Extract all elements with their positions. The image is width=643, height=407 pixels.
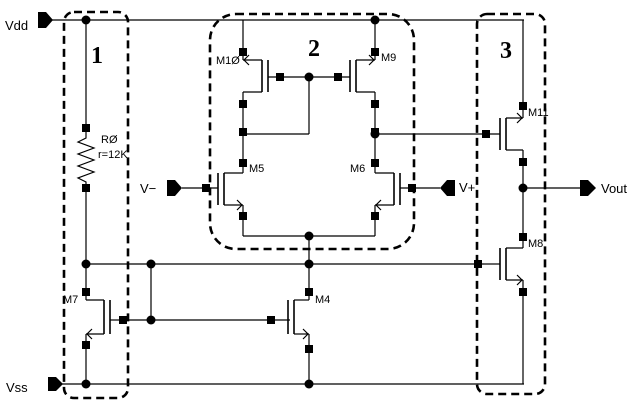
r0-value-label: r=12K	[98, 149, 128, 161]
transistor-m8	[484, 240, 524, 384]
vss-label: Vss	[6, 380, 28, 395]
transistor-m7	[85, 292, 123, 345]
transistor-m9	[349, 20, 376, 134]
m8-label: M8	[528, 238, 543, 250]
bias-gate-line	[123, 264, 290, 321]
vplus-port-arrow	[440, 180, 455, 196]
vout-port-arrow	[580, 180, 596, 196]
transistor-m6	[374, 134, 440, 236]
vminus-label: V−	[140, 181, 156, 196]
m10-label: M1Ø	[216, 55, 240, 67]
m5-label: M5	[249, 163, 264, 175]
vplus-label: V+	[459, 180, 475, 195]
m4-label: M4	[315, 294, 330, 306]
vdd-label: Vdd	[5, 18, 28, 33]
pin-squares	[82, 48, 527, 353]
transistor-m5	[182, 134, 244, 236]
resistor-r0	[76, 128, 96, 190]
r0-name-label: RØ	[101, 134, 118, 146]
vminus-port-arrow	[167, 180, 182, 196]
m11-label: M11	[528, 107, 549, 119]
vout-label: Vout	[601, 181, 627, 196]
vss-port-arrow	[48, 377, 63, 391]
vdd-port-arrow	[38, 12, 53, 28]
block-3-label: 3	[500, 38, 512, 64]
m7-label: M7	[63, 294, 78, 306]
block-3-boundary	[475, 12, 547, 396]
block-1-label: 1	[91, 43, 103, 69]
transistor-m10	[242, 20, 269, 134]
transistor-m4	[287, 236, 310, 384]
block-1-boundary	[62, 10, 130, 400]
block-2-label: 2	[308, 36, 320, 62]
junction-dots	[81, 15, 528, 389]
m9-label: M9	[381, 52, 396, 64]
m6-label: M6	[350, 163, 365, 175]
